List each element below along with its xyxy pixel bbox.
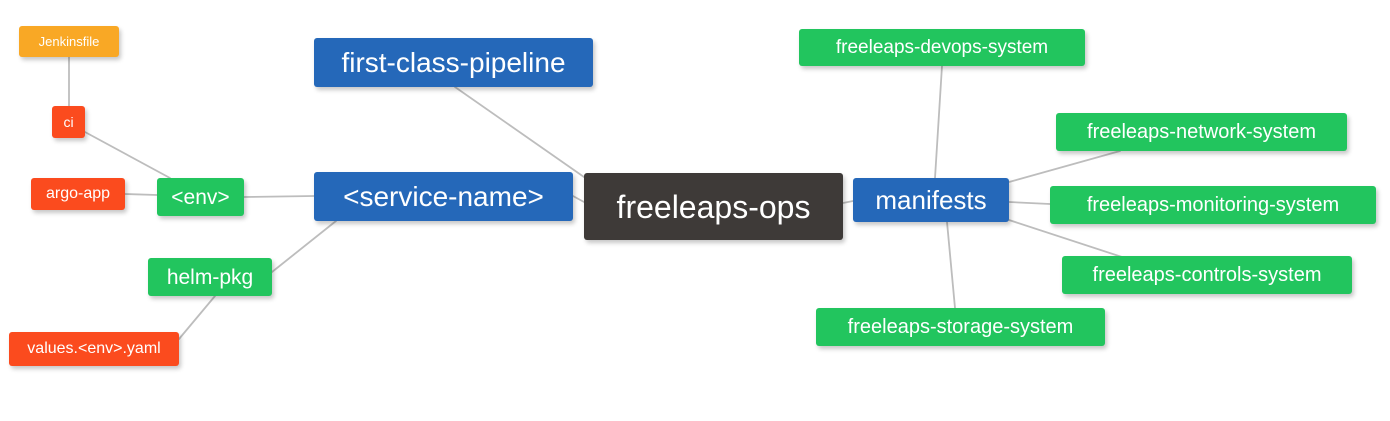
node-storage-system[interactable]: freeleaps-storage-system [816, 308, 1105, 346]
node-devops-system[interactable]: freeleaps-devops-system [799, 29, 1085, 66]
edge-service-name-to-helm-pkg [271, 220, 337, 273]
edge-env-to-argo-app [124, 193, 158, 196]
edge-helm-pkg-to-values-yaml [178, 295, 216, 340]
edge-service-name-to-env [243, 195, 315, 198]
node-label-storage-system: freeleaps-storage-system [847, 316, 1074, 338]
node-service-name[interactable]: <service-name> [314, 172, 573, 221]
edge-manifests-to-devops-system [934, 65, 943, 179]
edge-env-to-ci [84, 131, 171, 179]
node-label-network-system: freeleaps-network-system [1087, 121, 1316, 143]
node-ci[interactable]: ci [52, 106, 85, 138]
node-label-freeleaps-ops: freeleaps-ops [616, 188, 811, 225]
edge-manifests-to-monitoring-system [1008, 201, 1051, 205]
node-jenkinsfile[interactable]: Jenkinsfile [19, 26, 119, 57]
node-label-manifests: manifests [875, 185, 987, 215]
node-controls-system[interactable]: freeleaps-controls-system [1062, 256, 1352, 294]
node-label-env: <env> [171, 185, 230, 209]
node-argo-app[interactable]: argo-app [31, 178, 125, 210]
node-values-yaml[interactable]: values.<env>.yaml [9, 332, 179, 366]
node-freeleaps-ops[interactable]: freeleaps-ops [584, 173, 843, 240]
node-label-values-yaml: values.<env>.yaml [27, 340, 161, 357]
edge-manifests-to-network-system [1008, 150, 1121, 183]
node-label-first-class-pipeline: first-class-pipeline [341, 46, 566, 78]
edge-freeleaps-ops-to-service-name [572, 195, 585, 203]
node-label-monitoring-system: freeleaps-monitoring-system [1086, 194, 1340, 216]
node-first-class-pipeline[interactable]: first-class-pipeline [314, 38, 593, 87]
node-helm-pkg[interactable]: helm-pkg [148, 258, 272, 296]
node-label-ci: ci [63, 114, 74, 130]
node-label-jenkinsfile: Jenkinsfile [38, 34, 100, 49]
edge-manifests-to-controls-system [1008, 219, 1123, 258]
node-label-controls-system: freeleaps-controls-system [1092, 264, 1322, 286]
node-label-helm-pkg: helm-pkg [166, 265, 254, 289]
edge-manifests-to-storage-system [946, 221, 956, 309]
node-env[interactable]: <env> [157, 178, 244, 216]
node-label-service-name: <service-name> [343, 180, 544, 212]
edge-freeleaps-ops-to-manifests [842, 200, 854, 204]
node-label-devops-system: freeleaps-devops-system [835, 37, 1049, 58]
node-manifests[interactable]: manifests [853, 178, 1009, 222]
edge-freeleaps-ops-to-first-class-pipeline [454, 86, 595, 185]
node-network-system[interactable]: freeleaps-network-system [1056, 113, 1347, 151]
node-monitoring-system[interactable]: freeleaps-monitoring-system [1050, 186, 1376, 224]
node-label-argo-app: argo-app [45, 185, 111, 202]
